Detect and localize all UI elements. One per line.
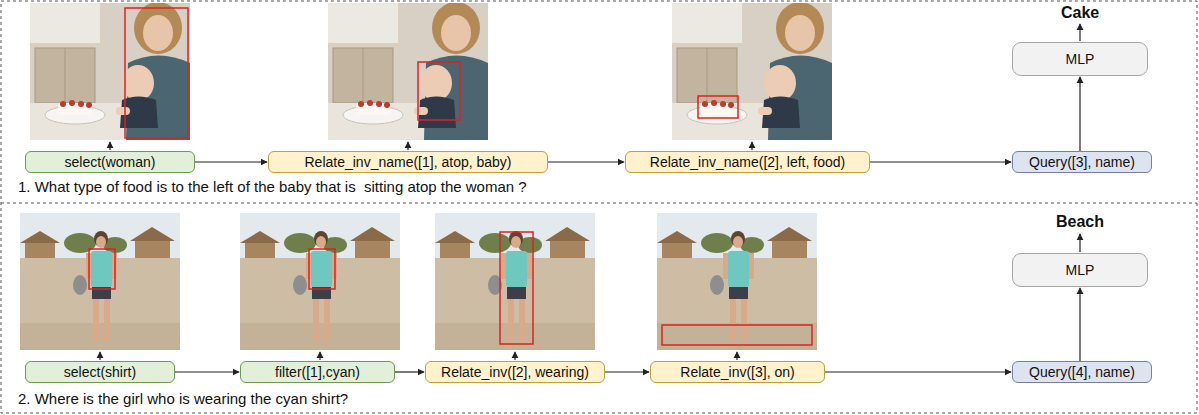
scene-image (435, 213, 595, 350)
query-step: Query([4], name) (1012, 361, 1152, 383)
step-label: select(shirt) (64, 365, 136, 379)
step-label: MLP (1066, 52, 1095, 66)
panel-divider (1, 203, 1197, 204)
scene-image (328, 2, 488, 140)
relate-step: Relate_inv([2], wearing) (425, 361, 605, 383)
answer-text: Cake (1061, 3, 1099, 22)
scene-image (20, 213, 180, 350)
relate-step: Relate_inv([3], on) (650, 361, 825, 383)
flow-arrow (1079, 77, 1080, 151)
answer-text: Beach (1056, 212, 1104, 231)
flow-arrow (605, 371, 649, 372)
flow-arrow (1079, 288, 1080, 361)
scene-image (672, 2, 832, 140)
select-step: select(woman) (25, 151, 195, 173)
flow-arrow (195, 161, 267, 162)
step-label: Relate_inv_name([2], left, food) (650, 155, 845, 169)
relate-step: Relate_inv_name([1], atop, baby) (268, 151, 548, 173)
scene-image (657, 213, 817, 350)
mlp-box: MLP (1012, 253, 1148, 287)
question-caption: 2. Where is the girl who is wearing the … (18, 390, 348, 408)
relate-step: Relate_inv_name([2], left, food) (625, 151, 870, 173)
flow-arrow (395, 371, 424, 372)
select-step: filter([1],cyan) (240, 361, 395, 383)
step-label: Relate_inv_name([1], atop, baby) (304, 155, 511, 169)
step-label: Query([3], name) (1029, 155, 1135, 169)
scene-image (240, 213, 400, 350)
step-label: Relate_inv([2], wearing) (441, 365, 589, 379)
query-step: Query([3], name) (1012, 151, 1152, 173)
flow-arrow (175, 371, 239, 372)
step-label: Query([4], name) (1029, 365, 1135, 379)
step-label: filter([1],cyan) (275, 365, 360, 379)
step-label: Relate_inv([3], on) (680, 365, 794, 379)
step-label: select(woman) (64, 155, 155, 169)
scene-image (30, 2, 190, 140)
flow-arrow (870, 161, 1011, 162)
mlp-box: MLP (1012, 42, 1148, 76)
step-label: MLP (1066, 263, 1095, 277)
flow-arrow (548, 161, 624, 162)
flow-arrow (825, 371, 1011, 372)
select-step: select(shirt) (25, 361, 175, 383)
question-caption: 1. What type of food is to the left of t… (18, 178, 527, 196)
